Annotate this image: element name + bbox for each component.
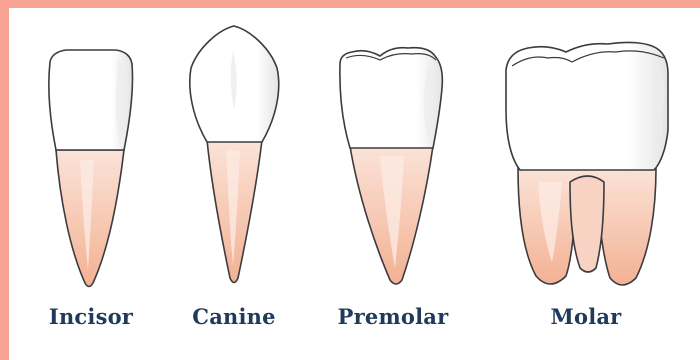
molar-root-inner <box>570 176 604 272</box>
canine-label: Canine <box>154 304 314 329</box>
canine-tooth-icon <box>190 26 279 283</box>
molar-label: Molar <box>506 304 666 329</box>
premolar-label: Premolar <box>313 304 473 329</box>
molar-tooth-icon <box>506 42 668 285</box>
premolar-tooth-icon <box>340 48 442 284</box>
incisor-label: Incisor <box>11 304 171 329</box>
incisor-tooth-icon <box>49 50 133 287</box>
molar-crown <box>506 42 668 170</box>
